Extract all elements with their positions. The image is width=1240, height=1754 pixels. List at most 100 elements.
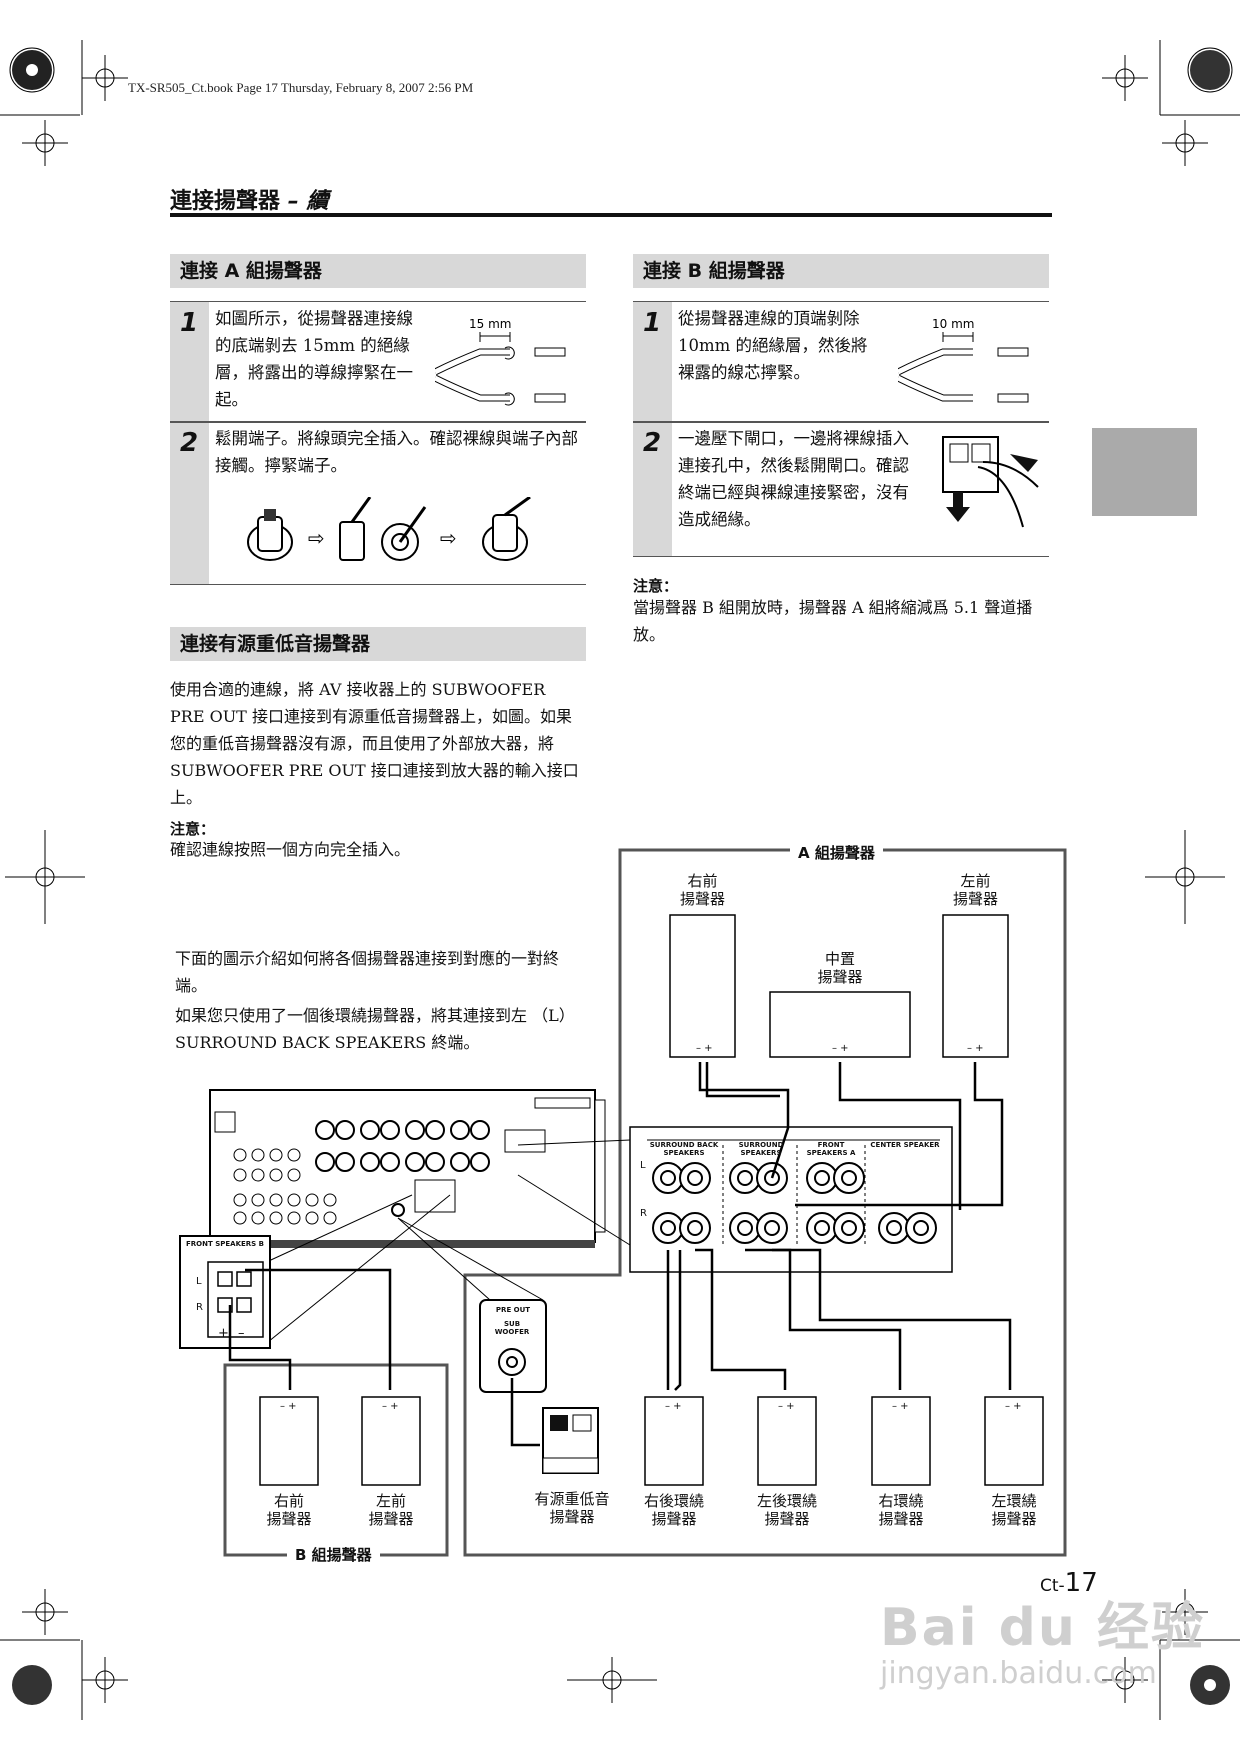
b-front-right-speaker-label: 右前 揚聲器 — [266, 1492, 312, 1528]
crosshair-mark — [1162, 120, 1208, 166]
title-rule — [170, 213, 1052, 217]
group-a-frame — [463, 848, 1067, 1557]
diagram-intro-line1: 下面的圖示介紹如何將各個揚聲器連接到對應的一對終端。 — [175, 949, 560, 995]
watermark-url: jingyan.baidu.com — [880, 1656, 1157, 1691]
terminal-label-surround-back: SURROUND BACK SPEAKERS — [649, 1141, 719, 1157]
polarity-mark: – + — [1005, 1401, 1022, 1412]
crosshair-mark — [1102, 1657, 1148, 1703]
subwoofer-section-body: 使用合適的連線，將 AV 接收器上的 SUBWOOFER PRE OUT 接口連… — [170, 680, 579, 807]
step-text: 如圖所示，從揚聲器連接線的底端剝去 15mm 的絕緣層，將露出的導線擰緊在一起。 — [215, 309, 413, 409]
surround-right-speaker-label: 右環繞 揚聲器 — [878, 1492, 924, 1528]
section-b-note-label: 注意： — [633, 577, 679, 595]
b-front-left-speaker-label: 左前 揚聲器 — [368, 1492, 414, 1528]
crosshair-mark — [5, 830, 85, 924]
watermark-logo-text: Bai du 经验 — [880, 1598, 1205, 1658]
polarity-mark: – + — [967, 1043, 984, 1054]
terminal-knob-icon — [247, 509, 293, 561]
terminal-label-center: CENTER SPEAKER — [870, 1141, 940, 1149]
right-channel-mark: R — [640, 1208, 647, 1219]
section-b-heading: 連接 B 組揚聲器 — [633, 254, 1049, 288]
subwoofer-device — [542, 1407, 599, 1474]
front-left-speaker-label: 左前 揚聲器 — [952, 872, 998, 908]
front-right-speaker-label: 右前 揚聲器 — [679, 872, 725, 908]
wire-strip-illustration: 15 mm — [435, 317, 566, 406]
front-speakers-b-label: FRONT SPEAKERS B — [186, 1240, 264, 1248]
crosshair-mark — [22, 120, 68, 166]
subwoofer-note-label: 注意： — [170, 820, 216, 838]
registration-target-top-right — [1187, 47, 1233, 93]
surround-right-speaker-box — [871, 1396, 931, 1486]
wire-strip-illustration: 10 mm — [898, 317, 1029, 403]
surround-left-speaker-label: 左環繞 揚聲器 — [991, 1492, 1037, 1528]
strip-length-label: 10 mm — [932, 317, 974, 331]
crosshair-mark — [1102, 55, 1148, 101]
surround-left-speaker-box — [984, 1396, 1044, 1486]
step-number: 1 — [180, 308, 199, 338]
polarity-mark: – + — [778, 1401, 795, 1412]
page-number-prefix: Ct- — [1040, 1576, 1065, 1596]
step-number: 2 — [643, 428, 662, 458]
arrow-icon: ⇨ — [440, 526, 457, 550]
push-terminal-illustration — [942, 436, 1039, 528]
right-channel-mark: R — [196, 1302, 203, 1313]
step-number-column — [170, 302, 209, 584]
crosshair-mark — [567, 1657, 657, 1703]
step-number: 2 — [180, 428, 199, 458]
center-speaker-box — [769, 991, 911, 1058]
pre-out-label: PRE OUT — [495, 1306, 531, 1314]
polarity-mark: – + — [280, 1401, 297, 1412]
terminal-knob-icon — [482, 497, 531, 561]
crosshair-mark — [82, 1657, 128, 1703]
subwoofer-label: 有源重低音 揚聲器 — [534, 1490, 610, 1526]
group-a-label: A 組揚聲器 — [790, 842, 883, 863]
registration-target-bottom-left — [12, 1665, 52, 1705]
center-speaker-label: 中置 揚聲器 — [817, 950, 863, 986]
left-channel-mark: L — [196, 1276, 202, 1287]
page-title-main: 連接揚聲器 — [170, 189, 281, 214]
minus-mark: – — [238, 1326, 245, 1341]
arrow-icon: ⇨ — [308, 526, 325, 550]
section-a-steps: 1 如圖所示，從揚聲器連接線的底端剝去 15mm 的絕緣層，將露出的導線擰緊在一… — [170, 301, 586, 585]
page-title-suffix: – 續 — [287, 189, 329, 214]
crosshair-mark — [82, 55, 128, 101]
front-speakers-b-panel — [179, 1235, 271, 1349]
page-number-value: 17 — [1064, 1568, 1098, 1598]
terminal-label-surround: SURROUND SPEAKERS — [738, 1141, 784, 1157]
polarity-mark: – + — [696, 1043, 713, 1054]
b-front-right-speaker-box — [259, 1396, 319, 1486]
terminal-label-front-a: FRONT SPEAKERS A — [806, 1141, 856, 1157]
polarity-mark: – + — [382, 1401, 399, 1412]
step-text: 從揚聲器連線的頂端剝除 10mm 的絕緣層，然後將裸露的線芯擰緊。 — [678, 309, 868, 382]
surround-back-left-speaker-label: 左後環繞 揚聲器 — [756, 1492, 817, 1528]
polarity-mark: – + — [665, 1401, 682, 1412]
wire-insert-icon — [339, 497, 427, 561]
front-left-speaker-box — [942, 914, 1009, 1058]
terminal-steps-illustration: ⇨ ⇨ — [247, 497, 531, 561]
receiver-back-panel — [209, 1089, 606, 1248]
group-b-label: B 組揚聲器 — [287, 1544, 380, 1565]
b-front-left-speaker-box — [361, 1396, 421, 1486]
strip-length-label: 15 mm — [469, 317, 511, 331]
step-text: 鬆開端子。將線頭完全插入。確認裸線與端子內部接觸。擰緊端子。 — [215, 429, 578, 475]
page-title: 連接揚聲器 – 續 — [170, 183, 328, 215]
surround-back-left-speaker-box — [757, 1396, 817, 1486]
step-number-column — [633, 302, 672, 556]
section-a-heading: 連接 A 組揚聲器 — [170, 254, 586, 288]
crosshair-mark — [1145, 830, 1225, 924]
page-number: Ct-17 — [1040, 1568, 1098, 1598]
registration-target-bottom-right — [1190, 1665, 1230, 1705]
plus-mark: + — [218, 1326, 229, 1341]
subwoofer-preout-panel — [479, 1299, 547, 1393]
left-channel-mark: L — [640, 1160, 646, 1171]
section-b-steps: 1 從揚聲器連線的頂端剝除 10mm 的絕緣層，然後將裸露的線芯擰緊。 2 一邊… — [633, 301, 1049, 557]
diagram-intro-line2: 如果您只使用了一個後環繞揚聲器，將其連接到左 （L）SURROUND BACK … — [175, 1006, 575, 1052]
step-text: 一邊壓下閘口，一邊將裸線插入連接孔中，然後鬆開閘口。確認終端已經與裸線連接緊密，… — [678, 429, 909, 529]
sub-woofer-label: SUB WOOFER — [494, 1320, 530, 1336]
speaker-terminal-panel — [629, 1126, 953, 1273]
surround-back-right-speaker-box — [644, 1396, 704, 1486]
baidu-watermark: Bai du 经验 jingyan.baidu.com — [880, 1585, 1205, 1691]
subwoofer-section-heading: 連接有源重低音揚聲器 — [170, 627, 586, 661]
polarity-mark: – + — [832, 1043, 849, 1054]
